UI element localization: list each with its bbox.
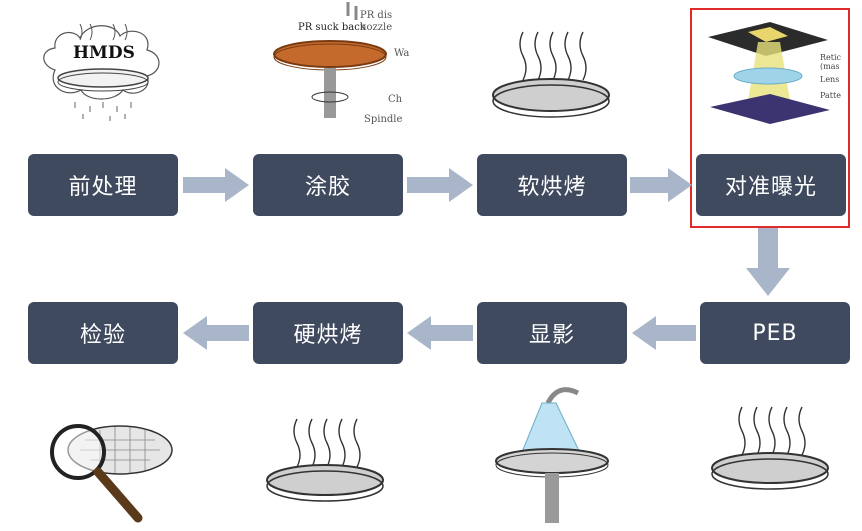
- hardbake-wafer-illustration: [266, 418, 384, 502]
- arrow-right-1: [183, 168, 249, 202]
- arrow-left-3: [632, 316, 696, 350]
- coater-chuck-label: Ch: [388, 94, 403, 105]
- softbake-wafer-illustration: [492, 31, 610, 118]
- exposure-lens-label: Lens: [820, 75, 839, 84]
- exposure-reticle-label: Retic: [820, 53, 842, 62]
- exposure-illustration: Retic (mas Lens Patte: [708, 22, 842, 124]
- hmds-label: HMDS: [73, 43, 135, 63]
- coater-illustration: PR suck back PR dis nozzle Wa Ch Spindle: [273, 2, 409, 125]
- step-pretreat: 前处理: [28, 154, 178, 216]
- coater-wafer-label: Wa: [394, 48, 409, 59]
- arrow-right-2: [407, 168, 473, 202]
- hmds-illustration: HMDS: [43, 23, 160, 121]
- step-hardbake: 硬烘烤: [253, 302, 403, 364]
- arrow-right-3: [630, 168, 692, 202]
- exposure-reticle-mask-label: (mas: [820, 62, 840, 71]
- step-softbake: 软烘烤: [477, 154, 627, 216]
- arrow-left-1: [183, 316, 249, 350]
- step-inspect: 检验: [28, 302, 178, 364]
- inspection-magnifier-illustration: [50, 424, 173, 523]
- coater-spindle-label: Spindle: [364, 114, 402, 125]
- step-coating: 涂胶: [253, 154, 403, 216]
- arrow-left-2: [407, 316, 473, 350]
- coater-suck-back-label: PR suck back: [298, 22, 367, 33]
- step-develop: 显影: [477, 302, 627, 364]
- exposure-highlight-frame: [690, 8, 850, 228]
- exposure-pattern-label: Patte: [820, 91, 841, 100]
- coater-nozzle-label-1: PR dis: [360, 10, 392, 21]
- develop-spray-illustration: [495, 387, 609, 523]
- step-exposure: 对准曝光: [696, 154, 846, 216]
- peb-wafer-illustration: [711, 406, 829, 490]
- arrow-down: [746, 228, 790, 296]
- step-peb: PEB: [700, 302, 850, 364]
- coater-nozzle-label-2: nozzle: [360, 22, 392, 33]
